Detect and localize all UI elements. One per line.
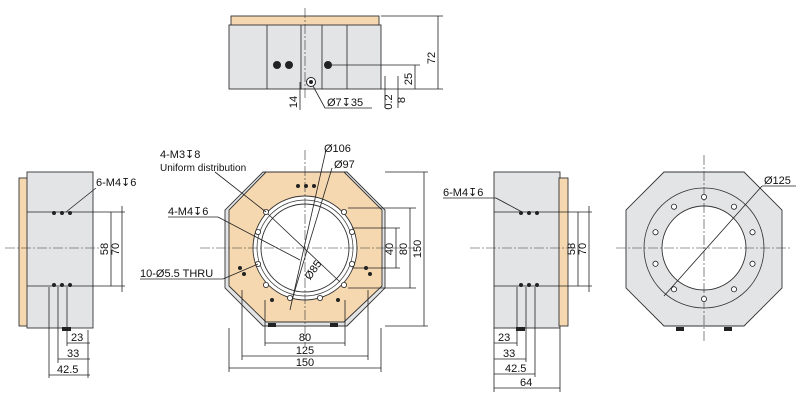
bolt-hole bbox=[749, 229, 756, 236]
bolt-hole bbox=[671, 203, 678, 210]
bolt-hole bbox=[749, 260, 756, 267]
dia-106: Ø106 bbox=[324, 143, 351, 155]
bore-center bbox=[309, 80, 313, 84]
tap-dot bbox=[312, 184, 316, 188]
dim-14: 14 bbox=[288, 96, 300, 108]
bolt-hole bbox=[652, 229, 659, 236]
right-view-foot bbox=[516, 327, 525, 331]
thru-note: 10-Ø5.5 THRU bbox=[140, 268, 213, 280]
dia-97: Ø97 bbox=[334, 159, 355, 171]
hole-dot bbox=[527, 211, 531, 215]
dim-72: 72 bbox=[426, 52, 438, 64]
dim-70: 70 bbox=[577, 243, 589, 255]
dim-h40: 40 bbox=[384, 243, 396, 255]
dim-58: 58 bbox=[99, 243, 111, 255]
thru-hole bbox=[340, 281, 347, 288]
hole-dot bbox=[535, 211, 539, 215]
left-side-view: 6-M4↧6 58 70 23 33 42.5 bbox=[5, 171, 136, 378]
front-foot bbox=[330, 323, 338, 327]
hole-dot bbox=[527, 283, 531, 287]
tap-dot bbox=[368, 272, 372, 276]
left-view-foot bbox=[62, 327, 71, 331]
right-view-note: 6-M4↧6 bbox=[443, 187, 483, 199]
dim-h150: 150 bbox=[412, 240, 424, 258]
dim-23: 23 bbox=[498, 332, 510, 344]
dim-64: 64 bbox=[520, 377, 532, 389]
hole-dot bbox=[60, 283, 64, 287]
bolt-hole bbox=[701, 295, 708, 302]
dim-0-2: 0.2 bbox=[383, 94, 395, 109]
bolt-hole bbox=[671, 286, 678, 293]
tap-dot bbox=[296, 184, 300, 188]
bolt-hole bbox=[731, 286, 738, 293]
tap-dot bbox=[304, 184, 308, 188]
dim-25: 25 bbox=[403, 73, 415, 85]
dim-h80: 80 bbox=[398, 243, 410, 255]
dim-42-5: 42.5 bbox=[57, 364, 78, 376]
left-view-note: 6-M4↧6 bbox=[96, 177, 136, 189]
thru-hole bbox=[254, 228, 261, 235]
hole-dot bbox=[68, 283, 72, 287]
hole-dot bbox=[52, 211, 56, 215]
hole-dot bbox=[52, 283, 56, 287]
front-view: Ø106 Ø97 Ø85 4-M3↧8 Uniform distribution… bbox=[140, 143, 428, 372]
dim-58: 58 bbox=[566, 243, 578, 255]
dim-w125: 125 bbox=[296, 345, 314, 357]
back-foot bbox=[676, 327, 684, 331]
m4-note: 4-M4↧6 bbox=[168, 206, 208, 218]
dim-23: 23 bbox=[71, 332, 83, 344]
dia-125: Ø125 bbox=[764, 175, 791, 187]
thru-hole bbox=[316, 294, 323, 301]
hole-dot bbox=[535, 283, 539, 287]
tap-dot bbox=[270, 298, 274, 302]
dim-33: 33 bbox=[67, 348, 79, 360]
thru-hole bbox=[348, 260, 355, 267]
dim-w80: 80 bbox=[299, 332, 311, 344]
tap-dot bbox=[336, 298, 340, 302]
top-view: 72 25 8 0.2 14 Ø7↧35 bbox=[228, 8, 443, 110]
tap-dot bbox=[242, 272, 246, 276]
back-view: Ø125 bbox=[616, 155, 796, 342]
tap-dot bbox=[238, 266, 242, 270]
dim-8: 8 bbox=[396, 97, 408, 103]
dim-42-5: 42.5 bbox=[505, 363, 526, 375]
port-dot bbox=[324, 61, 332, 69]
bolt-hole bbox=[701, 193, 708, 200]
right-side-view: 6-M4↧6 58 70 23 33 42.5 64 bbox=[443, 171, 592, 392]
thru-hole bbox=[348, 228, 355, 235]
bore-note: Ø7↧35 bbox=[327, 97, 363, 109]
right-view-flange bbox=[558, 177, 569, 327]
back-hole-pattern bbox=[652, 193, 756, 302]
left-view-body bbox=[26, 171, 94, 329]
bolt-hole bbox=[652, 260, 659, 267]
hole-dot bbox=[519, 283, 523, 287]
port-dot bbox=[273, 61, 281, 69]
m3-note: 4-M3↧8 bbox=[160, 149, 200, 161]
back-foot bbox=[724, 327, 732, 331]
thru-hole bbox=[262, 281, 269, 288]
hole-dot bbox=[60, 211, 64, 215]
port-dot bbox=[285, 61, 293, 69]
right-view-body bbox=[493, 171, 561, 329]
dim-33: 33 bbox=[503, 348, 515, 360]
dim-70: 70 bbox=[110, 243, 122, 255]
thru-hole bbox=[340, 208, 347, 215]
hole-dot bbox=[68, 211, 72, 215]
dim-w150: 150 bbox=[296, 357, 314, 369]
uniform-note: Uniform distribution bbox=[160, 163, 246, 174]
front-foot bbox=[268, 323, 276, 327]
bolt-hole bbox=[731, 203, 738, 210]
